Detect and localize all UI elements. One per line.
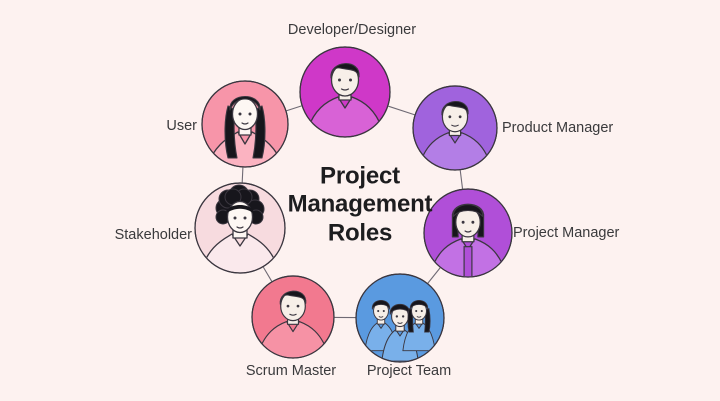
connector-line-project-manager-to-project-team (427, 267, 441, 284)
avatar-rim-product-manager (412, 85, 498, 171)
avatar-rim-user (201, 80, 289, 168)
avatar-figure-project-team (364, 299, 436, 362)
avatar-project-manager[interactable] (423, 188, 513, 280)
avatar-developer-designer[interactable] (299, 46, 391, 140)
avatar-nodes (194, 46, 513, 363)
center-title-line-1: Project (320, 162, 400, 190)
center-title-line-2: Management (287, 190, 433, 218)
connector-lines (241, 105, 464, 319)
node-label-stakeholder: Stakeholder (114, 227, 192, 243)
avatar-scrum-master[interactable] (251, 275, 335, 361)
node-label-scrum-master: Scrum Master (245, 363, 337, 379)
connector-line-user-to-developer-designer (286, 105, 302, 112)
avatar-rim-stakeholder (194, 182, 286, 274)
avatar-product-manager[interactable] (412, 85, 498, 173)
center-title-line-3: Roles (327, 219, 393, 247)
node-label-product-manager: Product Manager (502, 120, 614, 136)
node-label-project-manager: Project Manager (513, 225, 620, 241)
connector-line-scrum-master-to-stakeholder (262, 266, 273, 282)
avatar-rim-project-manager (423, 188, 513, 278)
page-title: Project Management Roles (288, 163, 433, 248)
node-label-developer-designer: Developer/Designer (287, 22, 417, 38)
avatar-figure-project-manager (428, 203, 508, 277)
avatar-figure-scrum-master (255, 290, 331, 358)
avatar-stakeholder[interactable] (194, 182, 286, 276)
avatar-rim-project-team (355, 273, 445, 363)
avatar-project-team[interactable] (355, 273, 445, 363)
avatar-rim-developer-designer (299, 46, 391, 138)
node-label-project-team: Project Team (366, 363, 452, 379)
connector-line-product-manager-to-project-manager (459, 170, 464, 189)
avatar-figure-stakeholder (199, 184, 281, 273)
avatar-rim-scrum-master (251, 275, 335, 359)
connector-line-developer-designer-to-product-manager (388, 105, 415, 116)
connector-line-stakeholder-to-user (241, 167, 244, 183)
avatar-figure-product-manager (417, 101, 493, 170)
node-label-user: User (166, 118, 197, 134)
avatar-user[interactable] (201, 80, 289, 172)
